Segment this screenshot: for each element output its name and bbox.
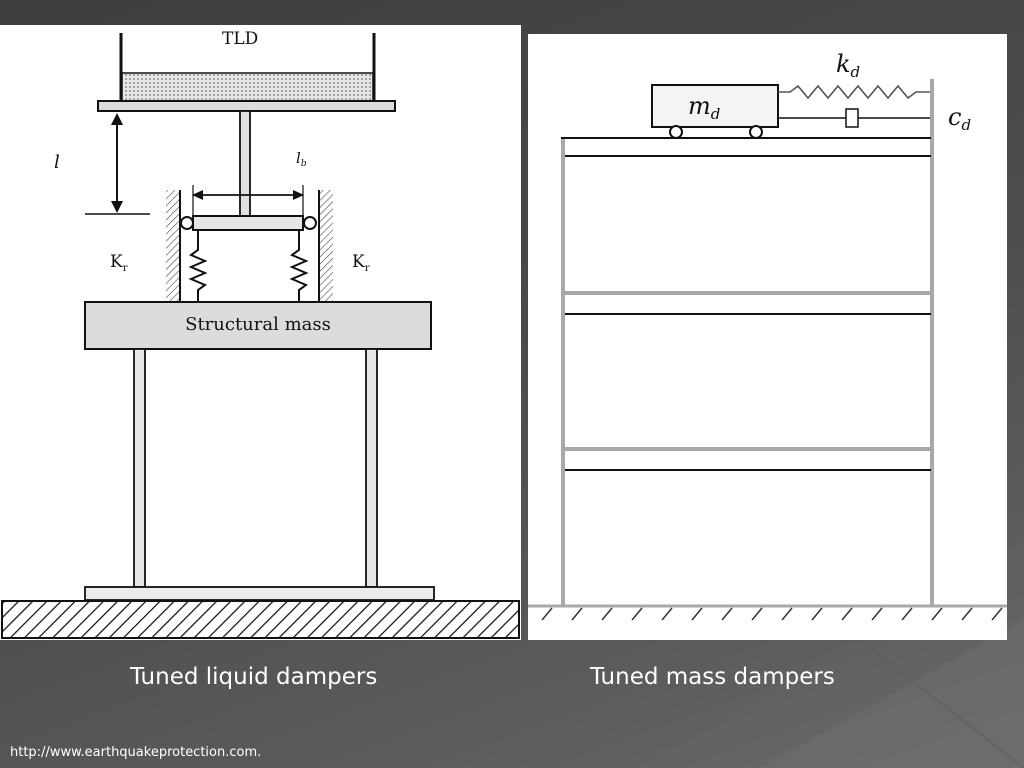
damper-spring — [778, 84, 931, 100]
spring-constant-label: kd — [836, 50, 860, 81]
damper-wheel-left — [669, 125, 683, 139]
spring-label-right: Kr — [352, 252, 370, 274]
roller-plate — [192, 215, 304, 231]
spring-right — [289, 230, 309, 302]
damper-dashpot — [845, 108, 859, 128]
roller-left — [180, 216, 194, 230]
tank-label: TLD — [222, 29, 258, 49]
tmd-diagram: md kd cd — [528, 50, 1007, 621]
ground-hatch — [1, 600, 520, 639]
base-plate — [84, 586, 435, 601]
damper-mass-label: md — [688, 92, 720, 123]
caption-tuned-liquid-dampers: Tuned liquid dampers — [130, 664, 378, 690]
caption-tuned-mass-dampers: Tuned mass dampers — [590, 664, 835, 690]
structural-mass-block — [84, 301, 432, 350]
side-wall-right — [319, 190, 333, 302]
tld-diagram: TLD l lb Kr — [1, 29, 520, 639]
length-label: l — [54, 152, 60, 173]
building-column-right — [930, 79, 934, 606]
column-left — [133, 348, 146, 588]
tmd-diagram-panel: md kd cd — [528, 34, 1007, 640]
tank-base-plate — [97, 100, 396, 112]
support-rod — [239, 110, 251, 218]
spring-left — [188, 230, 208, 302]
tank-liquid — [121, 72, 374, 102]
roller-right — [303, 216, 317, 230]
building-column-left — [561, 138, 565, 606]
width-label: lb — [296, 149, 307, 169]
ground-ticks — [541, 607, 1003, 621]
side-wall-left — [166, 190, 180, 302]
spring-label-left: Kr — [110, 252, 128, 274]
structural-mass-label: Structural mass — [185, 314, 331, 335]
source-url: http://www.earthquakeprotection.com. — [10, 745, 262, 760]
tld-diagram-panel: TLD l lb Kr — [0, 25, 521, 640]
damper-mass-block — [651, 84, 779, 128]
damping-label: cd — [948, 103, 971, 134]
damper-wheel-right — [749, 125, 763, 139]
column-right — [365, 348, 378, 588]
